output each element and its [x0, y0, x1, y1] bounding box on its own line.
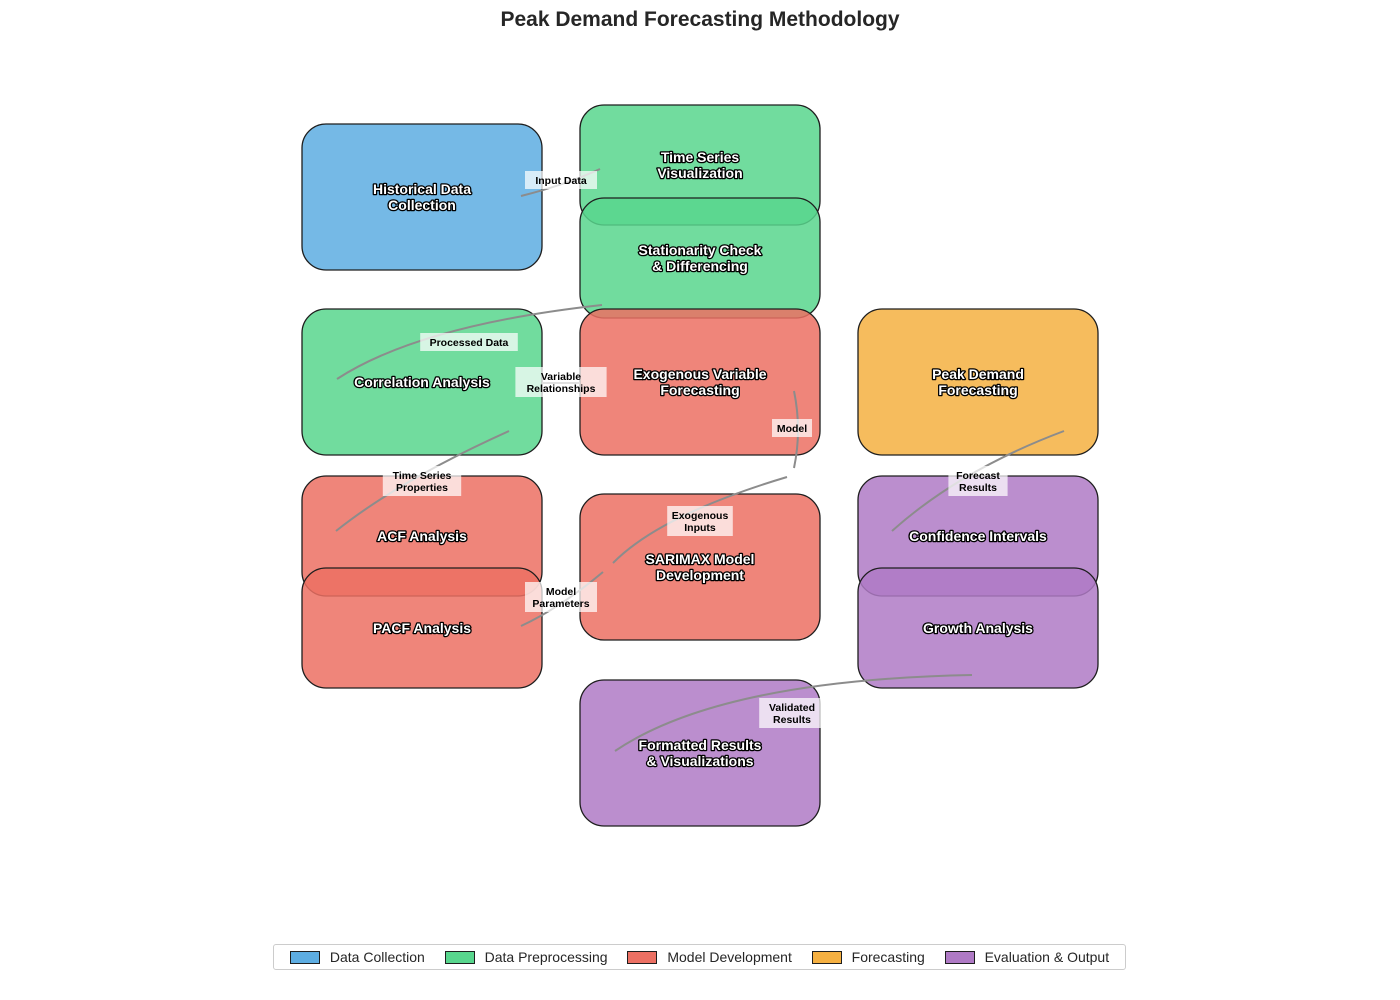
- node-stationarity: Stationarity Check& Differencing: [579, 197, 821, 319]
- legend: Data Collection Data Preprocessing Model D…: [273, 944, 1126, 970]
- edge-label-background: [382, 466, 462, 496]
- edge-label-background: [525, 171, 597, 189]
- node-label-formatted: Formatted Results: [639, 737, 762, 753]
- edge-exogenous-to-sarimax: Model: [772, 390, 812, 469]
- edge-label: Inputs: [684, 522, 716, 534]
- node-label-tsviz: Time Series: [661, 149, 740, 165]
- node-label-formatted: & Visualizations: [646, 753, 753, 769]
- legend-item-forecasting: Forecasting: [811, 949, 925, 965]
- edge-label: Forecast: [956, 470, 1000, 482]
- legend-label: Data Preprocessing: [484, 949, 608, 965]
- node-label-growth: Growth Analysis: [923, 620, 1033, 636]
- edge-historical-to-tsviz: Input Data: [520, 168, 601, 197]
- edge-label-background: [525, 582, 597, 612]
- edge-label-background: [948, 466, 1008, 496]
- edge-label: Input Data: [535, 175, 586, 187]
- node-label-exogenous: Exogenous Variable: [633, 366, 766, 382]
- edge-label: Results: [959, 482, 997, 494]
- legend-item-model: Model Development: [627, 949, 792, 965]
- edge-label: Results: [773, 714, 811, 726]
- legend-label: Data Collection: [329, 949, 425, 965]
- legend-swatch: [627, 950, 658, 964]
- edge-stationarity-to-correlation: Processed Data: [336, 304, 603, 380]
- node-growth: Growth Analysis: [857, 567, 1099, 689]
- edge-label: Variable: [541, 371, 581, 383]
- edge-label: Model: [777, 423, 807, 435]
- node-label-stationarity: Stationarity Check: [639, 242, 762, 258]
- legend-item-evaluation: Evaluation & Output: [944, 949, 1110, 965]
- node-label-peak: Peak Demand: [932, 366, 1024, 382]
- edge-label: Relationships: [527, 383, 596, 395]
- legend-swatch: [811, 950, 842, 964]
- node-label-stationarity: & Differencing: [652, 258, 748, 274]
- edge-label-background: [420, 333, 518, 351]
- node-box-historical: [301, 123, 543, 271]
- legend-label: Model Development: [667, 949, 792, 965]
- legend-item-collection: Data Collection: [289, 949, 425, 965]
- node-label-confidence: Confidence Intervals: [909, 528, 1047, 544]
- legend-swatch: [444, 950, 475, 964]
- node-label-historical: Historical Data: [373, 181, 471, 197]
- node-box-peak: [857, 308, 1099, 456]
- diagram-title: Peak Demand Forecasting Methodology: [500, 8, 900, 31]
- node-box-growth: [857, 567, 1099, 689]
- edge-label: Processed Data: [430, 337, 509, 349]
- edge-label: Model: [546, 586, 576, 598]
- node-box-sarimax: [579, 493, 821, 641]
- edge-label: Parameters: [532, 598, 589, 610]
- node-label-sarimax: Development: [656, 567, 744, 583]
- node-box-pacf: [301, 567, 543, 689]
- edge-line: [614, 674, 973, 752]
- legend-swatch: [289, 950, 320, 964]
- node-label-historical: Collection: [388, 197, 456, 213]
- node-label-acf: ACF Analysis: [377, 528, 467, 544]
- node-label-sarimax: SARIMAX Model: [646, 551, 755, 567]
- node-label-exogenous: Forecasting: [660, 382, 739, 398]
- node-confidence: Confidence Intervals: [857, 475, 1099, 597]
- edge-label: Validated: [769, 702, 815, 714]
- node-label-tsviz: Visualization: [657, 165, 742, 181]
- edge-label-background: [759, 698, 825, 728]
- edge-label: Time Series: [393, 470, 452, 482]
- legend-label: Forecasting: [851, 949, 925, 965]
- legend-label: Evaluation & Output: [984, 949, 1110, 965]
- node-label-pacf: PACF Analysis: [373, 620, 471, 636]
- node-label-correlation: Correlation Analysis: [354, 374, 490, 390]
- node-pacf: PACF Analysis: [301, 567, 543, 689]
- edge-label: Exogenous: [672, 510, 729, 522]
- edge-label: Properties: [396, 482, 448, 494]
- legend-swatch: [944, 950, 975, 964]
- node-label-peak: Forecasting: [938, 382, 1017, 398]
- edge-label-background: [772, 419, 812, 437]
- edge-label-background: [667, 506, 733, 536]
- edge-label-background: [515, 367, 607, 397]
- legend-item-preprocessing: Data Preprocessing: [444, 949, 608, 965]
